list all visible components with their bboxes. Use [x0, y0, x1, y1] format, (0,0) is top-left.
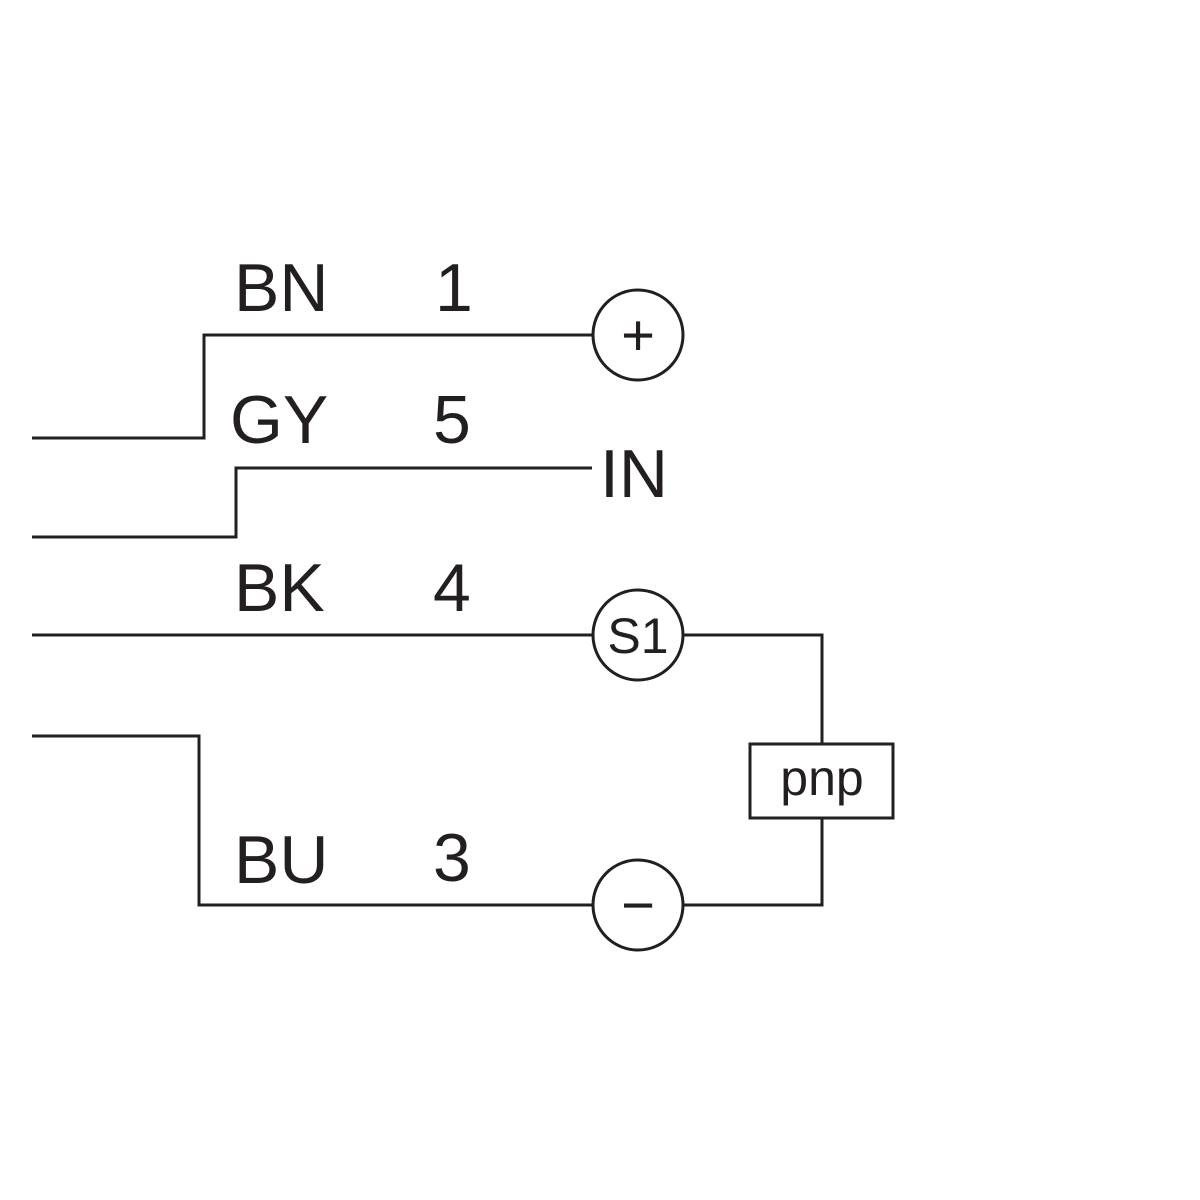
pin-4: 4	[433, 550, 471, 626]
pin-5: 5	[433, 382, 471, 458]
minus-symbol: −	[621, 873, 655, 938]
in-label: IN	[600, 436, 668, 512]
wire-load-lower	[684, 818, 824, 907]
minus-terminal	[591, 858, 685, 952]
plus-terminal	[591, 288, 685, 382]
label-bn: BN	[234, 250, 328, 326]
pnp-box	[748, 742, 895, 820]
label-gy: GY	[230, 382, 328, 458]
wire-load-upper	[684, 633, 824, 744]
label-bu: BU	[234, 822, 328, 898]
label-bk: BK	[234, 550, 325, 626]
wire-bu	[32, 734, 592, 907]
pnp-label: pnp	[780, 750, 863, 806]
pin-3: 3	[433, 820, 471, 896]
s1-terminal	[591, 588, 685, 682]
plus-symbol: +	[621, 303, 655, 368]
pin-1: 1	[435, 250, 473, 326]
wire-gy	[32, 466, 592, 539]
wire-bn	[32, 333, 592, 440]
s1-label: S1	[607, 608, 668, 664]
